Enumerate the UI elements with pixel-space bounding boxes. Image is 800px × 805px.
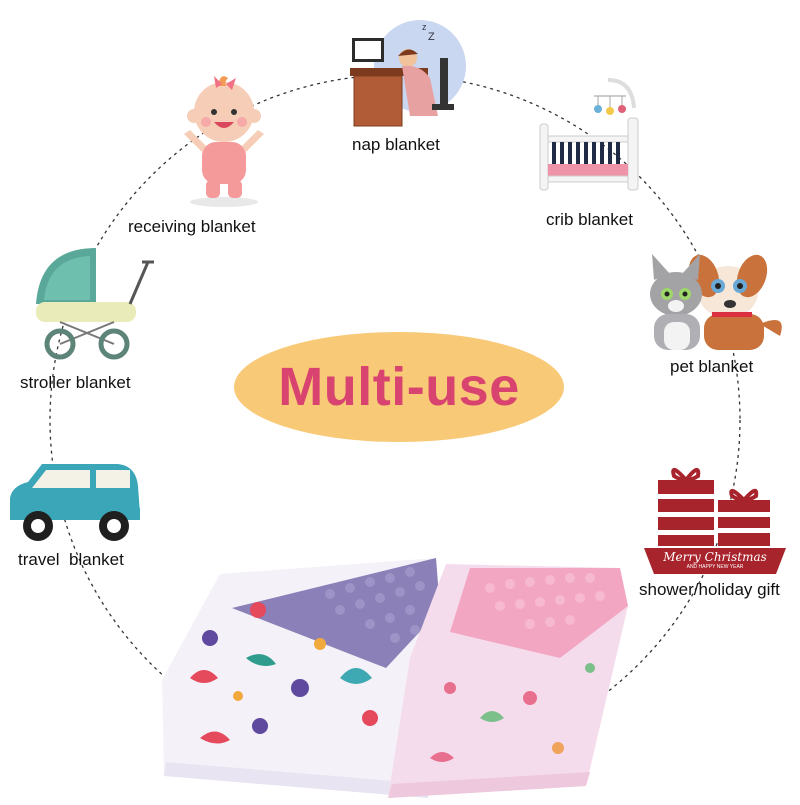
- baby-icon: [172, 68, 272, 213]
- use-label-travel: travel blanket: [18, 550, 124, 569]
- blankets-product-image: [150, 548, 650, 805]
- multi-use-badge: Multi-use: [234, 332, 564, 442]
- crib-icon: [536, 78, 646, 198]
- gift-banner-subtext: AND HAPPY NEW YEAR: [686, 564, 744, 570]
- gift-banner-text: Merry Christmas: [663, 550, 767, 564]
- use-label-stroller: stroller blanket: [20, 373, 131, 392]
- use-label-receiving: receiving blanket: [128, 217, 256, 236]
- use-label-crib: crib blanket: [546, 210, 633, 229]
- use-label-nap: nap blanket: [352, 135, 440, 154]
- svg-text:z: z: [422, 22, 427, 32]
- cat-and-dog-icon: [640, 232, 790, 359]
- svg-text:Z: Z: [428, 31, 435, 43]
- use-label-pet: pet blanket: [670, 357, 754, 376]
- gift-boxes-icon: Merry Christmas AND HAPPY NEW YEAR: [640, 462, 790, 583]
- sleeping-at-desk-icon: z Z: [350, 18, 470, 135]
- baby-stroller-icon: [30, 244, 155, 367]
- center-title: Multi-use: [278, 357, 520, 417]
- use-label-gift: shower/holiday gift: [639, 580, 780, 599]
- car-icon: [6, 460, 146, 553]
